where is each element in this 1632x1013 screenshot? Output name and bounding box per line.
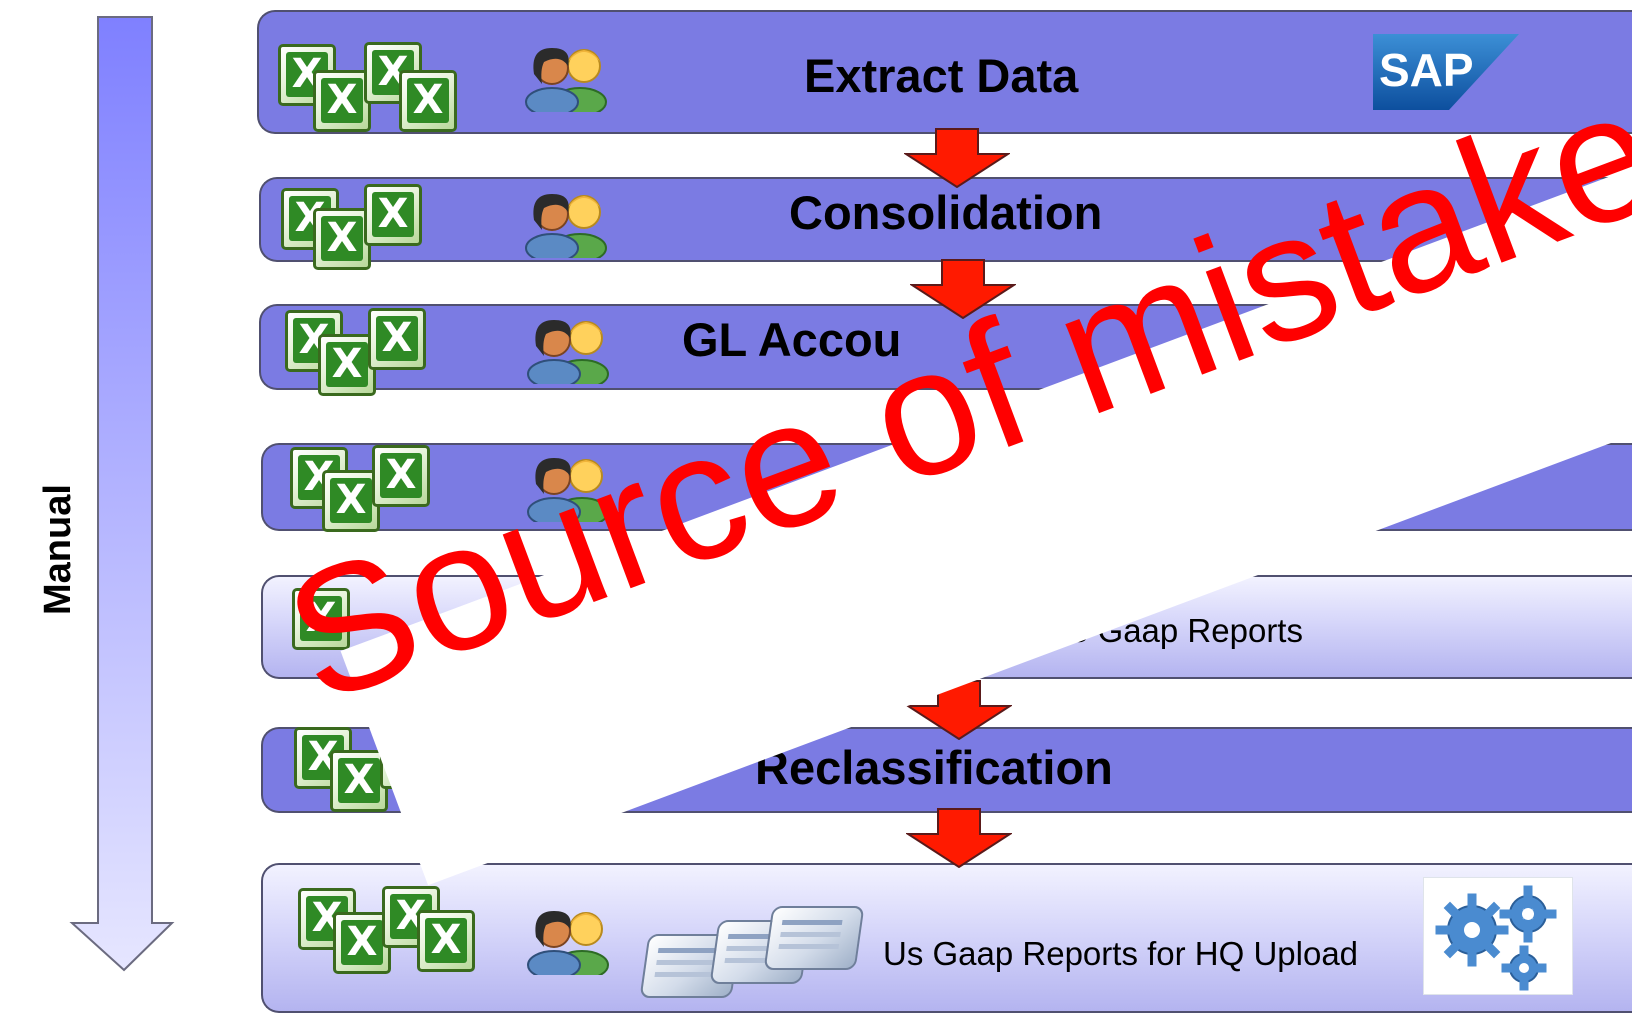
step-label-consolidation: Consolidation bbox=[789, 186, 1103, 239]
excel-icon: X bbox=[322, 470, 380, 532]
excel-icon: X bbox=[368, 308, 426, 370]
excel-icon: X bbox=[313, 70, 371, 132]
excel-icon: X bbox=[333, 912, 391, 974]
manual-down-arrow-icon bbox=[69, 16, 175, 972]
excel-icon: X bbox=[364, 184, 422, 246]
gears-icon bbox=[1423, 877, 1573, 995]
users-icon bbox=[520, 40, 616, 112]
users-icon bbox=[522, 903, 618, 975]
excel-icon: X bbox=[372, 445, 430, 507]
excel-icon: X bbox=[399, 70, 457, 132]
step-label-extract-data: Extract Data bbox=[804, 49, 1079, 102]
step-label-reclassification: Reclassification bbox=[755, 741, 1113, 794]
report-icon bbox=[763, 906, 865, 970]
users-icon bbox=[520, 186, 616, 258]
down-arrow-icon bbox=[904, 128, 1010, 188]
sap-logo-text: SAP bbox=[1379, 44, 1474, 96]
excel-icon: X bbox=[292, 588, 350, 650]
step-label-gl-accounts: GL Accou bbox=[682, 313, 902, 366]
down-arrow-icon bbox=[906, 808, 1012, 868]
excel-icon: X bbox=[417, 910, 475, 972]
step-bar-us-gaap-reports bbox=[261, 863, 1632, 1013]
manual-label: Manual bbox=[37, 484, 79, 615]
users-icon bbox=[522, 312, 618, 384]
excel-icon: X bbox=[313, 208, 371, 270]
sap-logo: SAP bbox=[1373, 34, 1519, 110]
step-bar-consolidation bbox=[259, 177, 1632, 262]
step-label-us-gaap-reports: Us Gaap Reports for HQ Upload bbox=[883, 935, 1359, 972]
